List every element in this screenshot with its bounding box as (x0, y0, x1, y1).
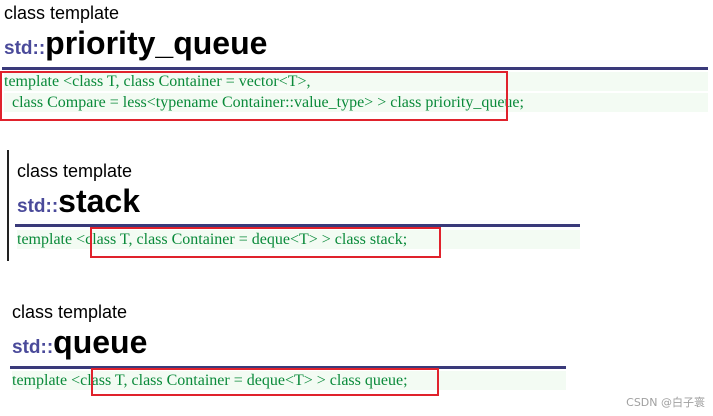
section-title: std::priority_queue (4, 26, 267, 60)
code-line: template <class T, class Container = vec… (4, 72, 708, 91)
namespace-prefix: std:: (17, 196, 59, 217)
highlight-box (91, 368, 439, 396)
code-suffix: class queue; (325, 372, 408, 389)
title-rule (2, 67, 708, 70)
title-rule (10, 366, 566, 369)
type-name: priority_queue (45, 25, 268, 61)
namespace-prefix: std:: (4, 38, 46, 59)
type-name: stack (58, 183, 140, 219)
title-rule (15, 224, 580, 227)
type-name: queue (53, 324, 148, 360)
section-kind-label: class template (12, 302, 128, 322)
section-title: std::stack (17, 184, 140, 218)
code-highlight: <class T, class Container = deque<T> > (76, 231, 331, 248)
code-prefix: template (17, 231, 77, 248)
highlight-box (90, 227, 441, 258)
left-border (7, 150, 9, 261)
watermark: CSDN @白子寰 (626, 396, 705, 409)
code-highlight: <class T, class Container = deque<T> > (71, 372, 326, 389)
code-suffix: class stack; (330, 231, 408, 248)
code-line: template <class T, class Container = deq… (12, 371, 566, 390)
section-kind-label: class template (17, 161, 133, 181)
namespace-prefix: std:: (12, 337, 54, 358)
code-prefix: template (12, 372, 72, 389)
section-kind-label: class template (4, 3, 120, 23)
section-title: std::queue (12, 325, 147, 359)
code-line: class Compare = less<typename Container:… (4, 93, 708, 112)
highlight-box (0, 71, 508, 121)
